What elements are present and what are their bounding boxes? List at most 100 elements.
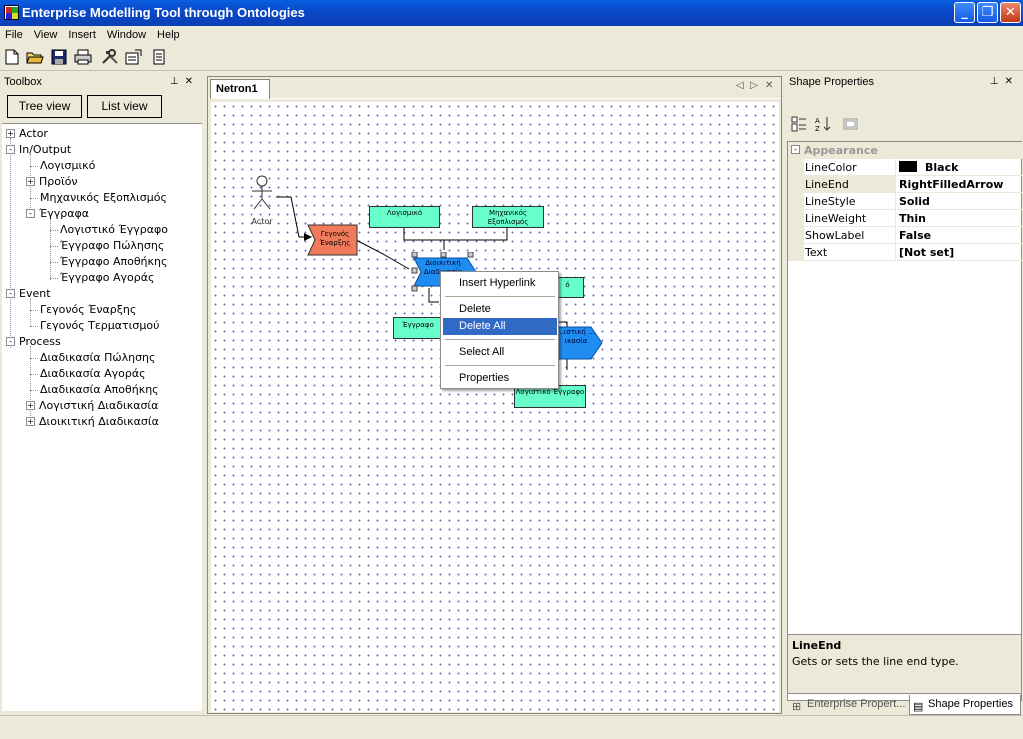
property-value[interactable]: Solid — [897, 193, 1023, 210]
open-folder-icon[interactable] — [26, 49, 44, 67]
save-icon[interactable] — [50, 49, 68, 67]
menu-file[interactable]: File — [5, 29, 23, 41]
pin-icon[interactable]: ⊥ — [169, 76, 185, 87]
tree-view-button[interactable]: Tree view — [7, 95, 82, 118]
menu-item-delete[interactable]: Delete — [459, 303, 491, 315]
tree-item[interactable]: Έγγραφο Πώλησης — [50, 238, 165, 254]
tree-item[interactable]: Διαδικασία Αποθήκης — [30, 382, 159, 398]
tree-item[interactable]: Γεγονός Τερματισμού — [30, 318, 159, 334]
tab-close-icon[interactable]: ✕ — [765, 80, 774, 91]
tree-item[interactable]: -Process — [6, 334, 61, 350]
menu-insert[interactable]: Insert — [68, 29, 96, 41]
category-row[interactable]: - Appearance — [788, 142, 1023, 159]
property-pages-icon[interactable] — [843, 116, 859, 135]
property-row[interactable]: Text[Not set] — [788, 244, 1023, 261]
expand-icon[interactable]: + — [6, 129, 15, 138]
tree-item[interactable]: -Event — [6, 286, 51, 302]
tab-prev-icon[interactable]: ◁ — [736, 80, 744, 91]
menu-item-delete-all[interactable]: Delete All — [443, 318, 557, 335]
tree-item[interactable]: Έγγραφο Αποθήκης — [50, 254, 167, 270]
description-text: Gets or sets the line end type. — [792, 655, 959, 668]
start-event-label: Γεγονός Έναρξης — [319, 230, 351, 247]
tree-item[interactable]: +Λογιστική Διαδικασία — [26, 398, 158, 414]
new-file-icon[interactable] — [3, 49, 21, 67]
categorized-icon[interactable] — [791, 116, 807, 135]
collapse-icon[interactable]: - — [6, 337, 15, 346]
tree-item-label: Έγγραφο Πώλησης — [60, 239, 165, 252]
process-right-shape[interactable] — [551, 326, 603, 360]
property-value-text: [Not set] — [899, 246, 955, 259]
tree-connector — [30, 310, 38, 311]
collapse-icon[interactable]: - — [6, 289, 15, 298]
expand-icon[interactable]: + — [26, 401, 35, 410]
pin-icon[interactable]: ⊥ — [989, 76, 1005, 87]
tools-icon[interactable] — [101, 49, 119, 67]
property-value-text: RightFilledArrow — [899, 178, 1004, 191]
property-name: LineStyle — [804, 193, 896, 210]
property-value[interactable]: Thin — [897, 210, 1023, 227]
menu-help[interactable]: Help — [157, 29, 180, 41]
tree-item[interactable]: +Προϊόν — [26, 174, 78, 190]
tree-item[interactable]: Γεγονός Έναρξης — [30, 302, 136, 318]
close-icon[interactable]: ✕ — [184, 76, 199, 87]
collapse-icon[interactable]: - — [26, 209, 35, 218]
tree-item[interactable]: Μηχανικός Εξοπλισμός — [30, 190, 167, 206]
property-value[interactable]: Black — [897, 159, 1023, 176]
tab-enterprise-properties[interactable]: ⊞ Enterprise Propert... — [789, 695, 909, 715]
close-icon[interactable]: ✕ — [1004, 76, 1019, 87]
minimize-button[interactable]: _ — [954, 2, 975, 23]
status-bar — [0, 715, 1023, 739]
property-name: LineWeight — [804, 210, 896, 227]
menu-view[interactable]: View — [33, 29, 58, 41]
tab-next-icon[interactable]: ▷ — [750, 80, 758, 91]
property-value[interactable]: False — [897, 227, 1023, 244]
close-button[interactable]: ✕ — [1000, 2, 1021, 23]
collapse-icon[interactable]: - — [791, 145, 800, 154]
actor-figure-icon[interactable] — [247, 175, 277, 217]
print-icon[interactable] — [74, 49, 92, 67]
tree-item[interactable]: -In/Output — [6, 142, 71, 158]
property-value[interactable]: [Not set] — [897, 244, 1023, 261]
tree-item[interactable]: Λογιστικό Έγγραφο — [50, 222, 168, 238]
tree-connector — [30, 326, 38, 327]
document-panel: Netron1 ◁ ▷ ✕ Actor Γεγονός Έναρξης Λογι… — [207, 76, 782, 714]
tree-item[interactable]: Έγγραφο Αγοράς — [50, 270, 154, 286]
diagram-canvas[interactable]: Actor Γεγονός Έναρξης Λογισμικό Μηχανικό… — [211, 102, 779, 712]
tree-item[interactable]: -Έγγραφα — [26, 206, 89, 222]
property-name: LineEnd — [804, 176, 896, 193]
tab-shape-properties[interactable]: ▤ Shape Properties — [909, 695, 1021, 715]
tree-item[interactable]: +Διοικιτική Διαδικασία — [26, 414, 159, 430]
equipment-shape[interactable]: Μηχανικός Εξοπλισμός — [472, 206, 544, 228]
expand-icon[interactable]: + — [26, 177, 35, 186]
start-event-shape[interactable] — [307, 224, 359, 256]
tab-netron1[interactable]: Netron1 — [210, 79, 270, 99]
property-value[interactable]: RightFilledArrow — [897, 176, 1023, 193]
menu-item-insert-hyperlink[interactable]: Insert Hyperlink — [459, 277, 536, 289]
menu-window[interactable]: Window — [106, 29, 147, 41]
menu-item-select-all[interactable]: Select All — [459, 346, 505, 358]
tree-connector — [50, 230, 58, 231]
tree-item[interactable]: Διαδικασία Αγοράς — [30, 366, 146, 382]
maximize-button[interactable]: ❐ — [977, 2, 998, 23]
tree-item[interactable]: +Actor — [6, 126, 48, 142]
collapse-icon[interactable]: - — [6, 145, 15, 154]
tree-connector — [50, 262, 58, 263]
expand-icon[interactable]: + — [26, 417, 35, 426]
document-icon[interactable] — [150, 49, 168, 67]
tree-item[interactable]: Λογισμικό — [30, 158, 95, 174]
software-shape[interactable]: Λογισμικό — [369, 206, 440, 228]
list-view-button[interactable]: List view — [87, 95, 162, 118]
menu-item-properties[interactable]: Properties — [459, 372, 510, 384]
tree-item[interactable]: Διαδικασία Πώλησης — [30, 350, 156, 366]
properties-icon[interactable] — [125, 49, 143, 67]
tree-item-label: Μηχανικός Εξοπλισμός — [40, 191, 167, 204]
property-value-text: Black — [925, 161, 959, 174]
document-shape[interactable]: Έγγραφο — [393, 317, 443, 339]
